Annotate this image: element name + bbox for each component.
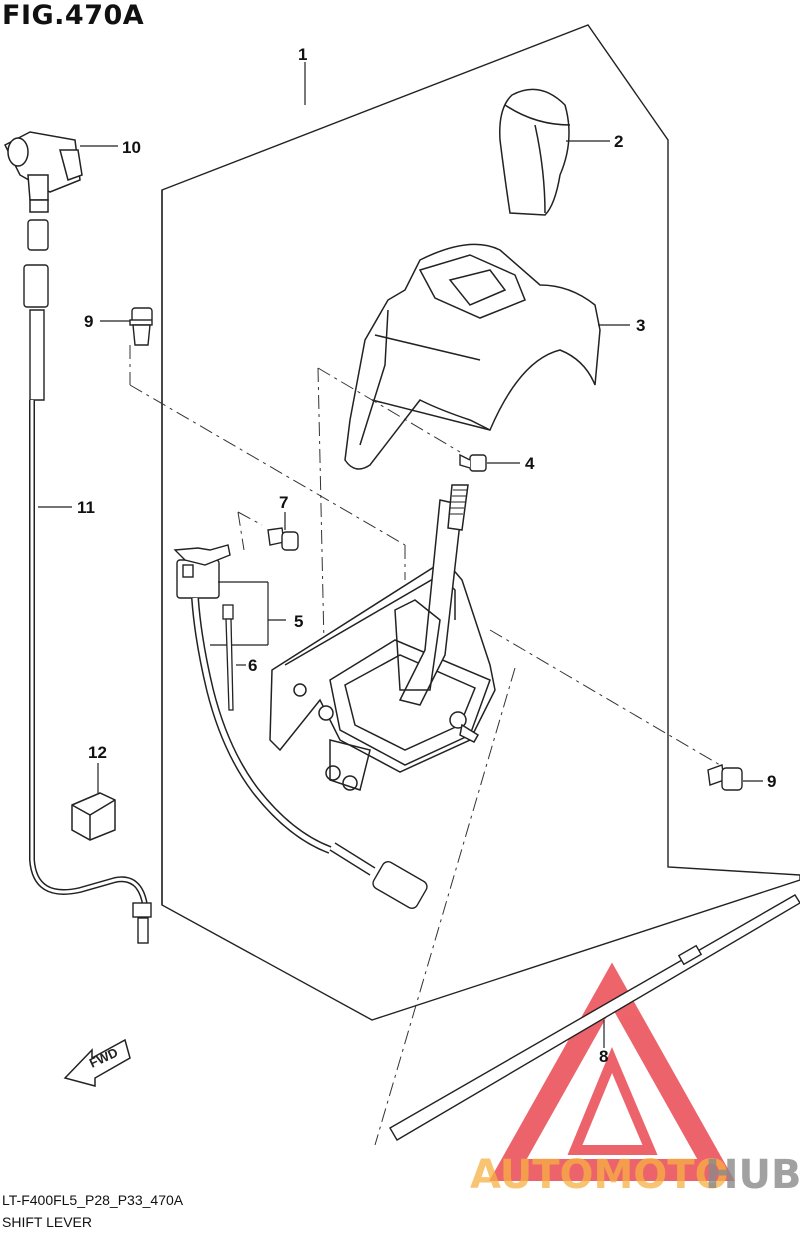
watermark-text-primary: AUTOMOTO [470, 1152, 729, 1198]
bolt-7 [267, 527, 299, 551]
callout-7: 7 [279, 493, 288, 512]
bolt-9-lower [707, 764, 743, 791]
bolt-4 [459, 453, 487, 472]
shift-lever-cover [344, 243, 601, 470]
cable-clamp [71, 792, 116, 841]
shift-knob [499, 88, 571, 216]
callout-9-lower: 9 [767, 772, 776, 791]
diagram-name: SHIFT LEVER [2, 1214, 92, 1230]
callout-2: 2 [614, 132, 623, 151]
watermark-text-secondary: HUB [705, 1152, 800, 1198]
forward-arrow-icon: FWD [63, 1038, 131, 1087]
speedometer-cable [23, 219, 152, 944]
shift-rod [389, 894, 800, 1141]
callout-9-upper: 9 [84, 312, 93, 331]
alignment-lines [129, 345, 721, 1146]
watermark-logo-icon [489, 962, 735, 1181]
callout-5: 5 [294, 612, 303, 631]
assembly-outline [161, 24, 800, 1021]
callout-11: 11 [77, 498, 95, 517]
callout-10: 10 [122, 138, 141, 157]
diagram-code: LT-F400FL5_P28_P33_470A [2, 1192, 184, 1208]
callout-4: 4 [525, 454, 535, 473]
bolt-9-upper [129, 307, 153, 346]
callout-1: 1 [298, 45, 307, 64]
cable-tie [222, 604, 234, 711]
figure-title: FIG.470A [2, 0, 145, 31]
callout-12: 12 [88, 743, 107, 762]
rod-ribbing [449, 489, 467, 515]
speed-sensor-connector [3, 131, 83, 213]
shift-lever-bracket [269, 484, 496, 791]
callout-8: 8 [599, 1047, 608, 1066]
neutral-switch [173, 544, 428, 909]
callout-3: 3 [636, 316, 645, 335]
callout-6: 6 [248, 656, 257, 675]
